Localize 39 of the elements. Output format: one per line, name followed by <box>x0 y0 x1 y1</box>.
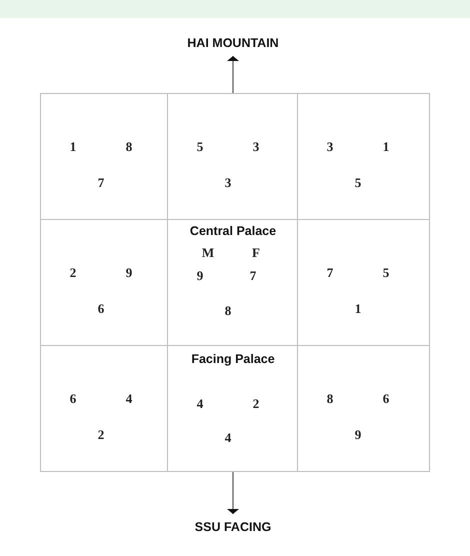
star-number: 4 <box>224 430 232 446</box>
palace-heading: Central Palace <box>190 225 276 239</box>
arrow <box>230 56 236 94</box>
grid-cell <box>40 345 168 472</box>
arrow <box>230 472 236 514</box>
grid-cell <box>297 345 430 472</box>
star-number: 7 <box>98 176 104 190</box>
star-number: 9 <box>196 268 204 284</box>
star-number: 1 <box>70 140 76 154</box>
grid-cell <box>297 93 430 220</box>
star-number: 6 <box>382 392 390 406</box>
star-number: 8 <box>326 392 334 406</box>
star-number: 1 <box>382 140 390 154</box>
star-number: 6 <box>70 392 76 406</box>
star-number: 6 <box>98 302 104 316</box>
star-number: 8 <box>126 140 132 154</box>
star-number: 3 <box>326 140 334 154</box>
star-number: 4 <box>196 396 204 412</box>
star-number: 5 <box>382 266 390 280</box>
direction-label: SSU FACING <box>194 520 272 534</box>
star-number: 5 <box>354 176 362 190</box>
star-number: 2 <box>252 396 260 412</box>
grid-cell <box>40 93 168 220</box>
star-number: 9 <box>354 428 362 442</box>
star-number: 1 <box>354 302 362 316</box>
star-number: 3 <box>224 176 232 190</box>
star-number: 3 <box>252 140 260 154</box>
column-letter: M <box>202 246 214 260</box>
star-number: 2 <box>70 266 76 280</box>
column-letter: F <box>252 246 260 260</box>
star-number: 8 <box>224 304 232 318</box>
star-number: 7 <box>250 268 256 284</box>
star-number: 4 <box>126 392 132 406</box>
star-number: 5 <box>196 140 204 154</box>
star-number: 2 <box>98 428 104 442</box>
direction-label: HAI MOUNTAIN <box>187 36 279 50</box>
palace-heading: Facing Palace <box>191 353 275 367</box>
star-number: 7 <box>326 266 334 280</box>
star-number: 9 <box>126 266 132 280</box>
